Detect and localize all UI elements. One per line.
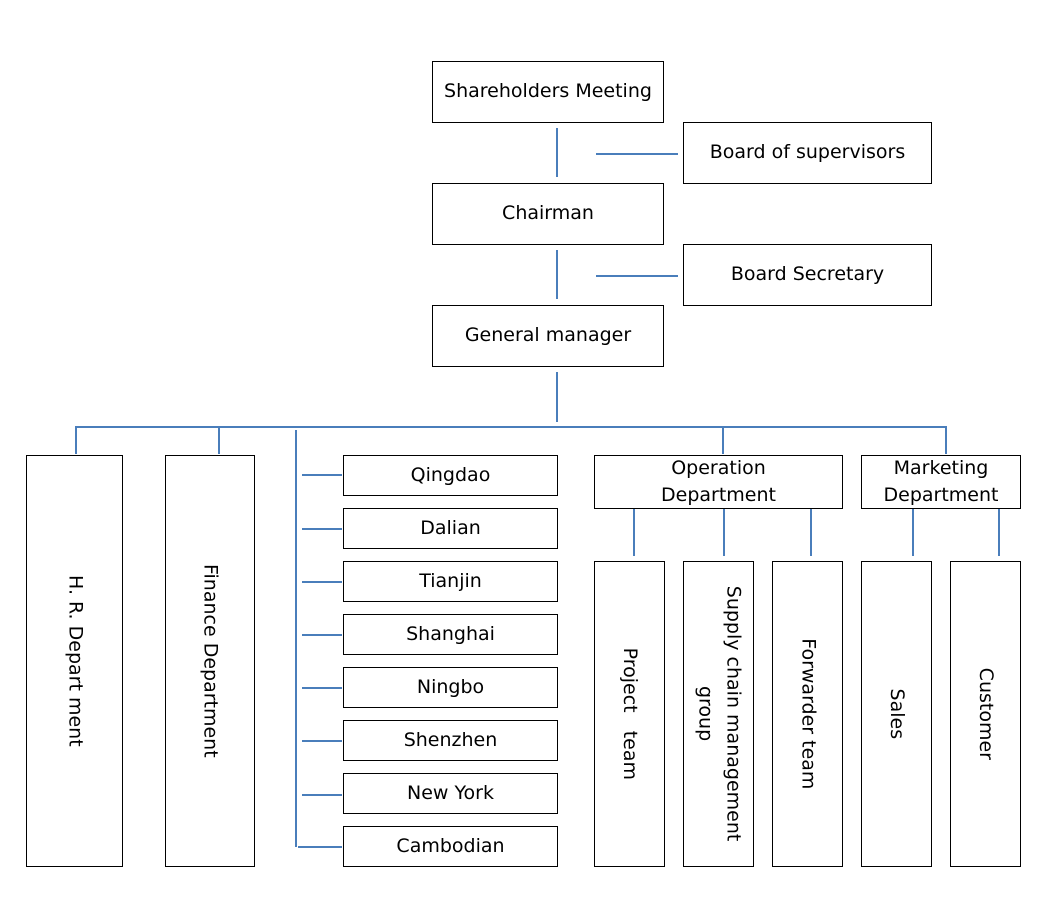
connector-line: [302, 634, 342, 636]
hr-department-label: H. R. Depart ment: [64, 575, 87, 747]
connector-line: [302, 687, 342, 689]
connector-line: [912, 508, 914, 556]
project-team-box: Project team: [594, 561, 665, 867]
board-secretary-box: Board Secretary: [683, 244, 932, 306]
branch-box: Tianjin: [343, 561, 558, 602]
operation-department-box: Operation Department: [594, 455, 843, 509]
operation-department-label: Operation Department: [661, 457, 776, 506]
branch-box: Shenzhen: [343, 720, 558, 761]
branch-label: Dalian: [420, 516, 481, 539]
connector-line: [723, 508, 725, 556]
branch-label: New York: [406, 781, 494, 804]
shareholders-meeting-box: Shareholders Meeting: [432, 61, 664, 123]
connector-line: [295, 430, 297, 847]
connector-line: [75, 426, 947, 428]
customer-box: Customer: [950, 561, 1021, 867]
connector-line: [302, 474, 342, 476]
connector-line: [302, 794, 342, 796]
connector-line: [810, 508, 812, 556]
connector-line: [722, 426, 724, 454]
branch-label: Ningbo: [416, 675, 485, 698]
branch-label: Cambodian: [396, 834, 505, 857]
supply-chain-group-label: Supply chain management group: [694, 586, 745, 842]
chairman-box: Chairman: [432, 183, 664, 245]
branch-box: Shanghai: [343, 614, 558, 655]
connector-line: [633, 508, 635, 556]
shareholders-meeting-label: Shareholders Meeting: [444, 80, 652, 103]
branch-label: Shenzhen: [403, 728, 498, 751]
branch-box: New York: [343, 773, 558, 814]
connector-line: [298, 846, 342, 848]
finance-department-box: Finance Department: [165, 455, 255, 867]
branch-label: Tianjin: [419, 569, 482, 592]
forwarder-team-box: Forwarder team: [772, 561, 843, 867]
project-team-label: Project team: [619, 647, 642, 781]
connector-line: [302, 740, 342, 742]
customer-label: Customer: [975, 667, 998, 761]
branch-box: Cambodian: [343, 826, 558, 867]
supply-chain-group-box: Supply chain management group: [683, 561, 754, 867]
connector-line: [556, 372, 558, 422]
connector-line: [218, 426, 220, 454]
connector-line: [556, 250, 558, 299]
board-of-supervisors-label: Board of supervisors: [709, 141, 906, 164]
branch-label: Shanghai: [406, 622, 495, 645]
chairman-label: Chairman: [502, 202, 594, 225]
branch-label: Qingdao: [410, 463, 491, 486]
sales-box: Sales: [861, 561, 932, 867]
general-manager-box: General manager: [432, 305, 664, 367]
marketing-department-label: Marketing Department: [883, 457, 999, 506]
finance-department-label: Finance Department: [199, 564, 222, 758]
general-manager-label: General manager: [464, 324, 632, 347]
forwarder-team-label: Forwarder team: [797, 638, 820, 790]
branch-box: Qingdao: [343, 455, 558, 496]
connector-line: [945, 426, 947, 454]
connector-line: [75, 426, 77, 454]
branch-box: Ningbo: [343, 667, 558, 708]
connector-line: [998, 508, 1000, 556]
sales-label: Sales: [886, 688, 909, 740]
connector-line: [596, 153, 678, 155]
marketing-department-box: Marketing Department: [861, 455, 1021, 509]
board-secretary-label: Board Secretary: [730, 263, 885, 286]
connector-line: [596, 275, 678, 277]
connector-line: [302, 528, 342, 530]
branch-box: Dalian: [343, 508, 558, 549]
hr-department-box: H. R. Depart ment: [26, 455, 123, 867]
connector-line: [556, 128, 558, 177]
connector-line: [302, 581, 342, 583]
board-of-supervisors-box: Board of supervisors: [683, 122, 932, 184]
